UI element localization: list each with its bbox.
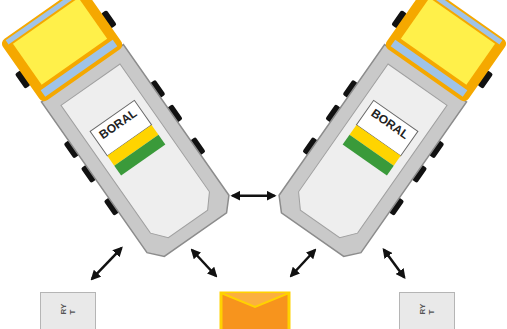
double-arrow	[384, 250, 405, 278]
double-arrow	[232, 194, 274, 197]
hopper-lid	[221, 293, 289, 307]
hopper-body	[221, 293, 289, 329]
cab-stripe	[427, 0, 502, 45]
mixer-truck: BORAL	[0, 0, 236, 264]
logo-band	[114, 135, 165, 176]
windscreen	[40, 40, 117, 97]
site-box: RY T	[40, 292, 96, 329]
movement-arrow	[291, 250, 315, 276]
box-label: RY T	[418, 302, 436, 315]
truck-cab	[383, 0, 507, 104]
logo-band	[342, 135, 393, 176]
truck-cab	[0, 0, 124, 104]
site-box: RY T	[399, 292, 455, 329]
cab-stripe	[5, 0, 80, 45]
cab-roof	[400, 0, 494, 85]
movement-arrow	[192, 250, 216, 276]
double-arrow	[92, 248, 122, 279]
mixer-truck: BORAL	[271, 0, 507, 264]
windscreen	[390, 40, 467, 97]
hopper	[221, 293, 289, 329]
mixer-drum	[60, 64, 216, 245]
cab-roof	[12, 0, 106, 85]
mixer-drum	[290, 64, 446, 245]
box-label: RY T	[58, 302, 76, 315]
